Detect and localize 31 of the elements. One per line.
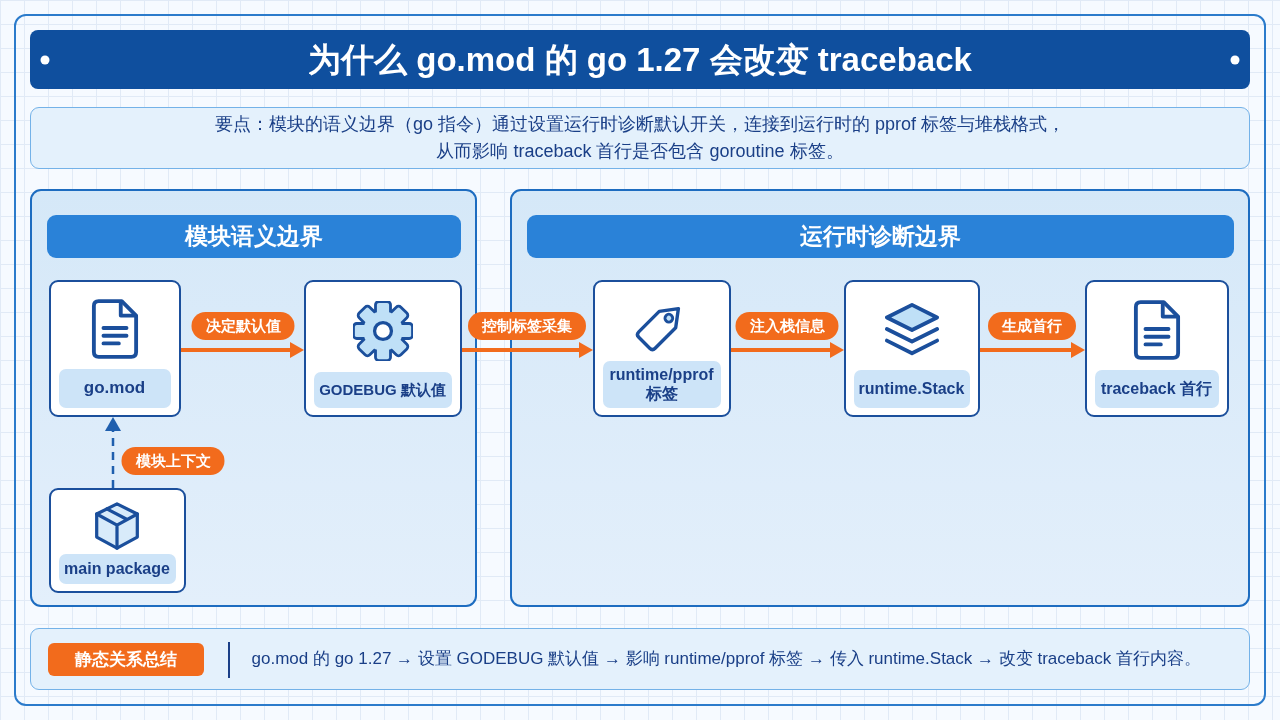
arrow (731, 342, 844, 358)
summary-bar (30, 628, 1250, 690)
step-card (843, 279, 980, 417)
edge-label: 注入栈信息 (735, 312, 839, 340)
panel-heading: 运行时诊断边界 (526, 214, 1234, 258)
arrow (980, 342, 1085, 358)
step-card (592, 279, 731, 417)
node-label: main package (58, 554, 176, 584)
node-label: runtime/pprof 标签 (602, 361, 721, 408)
step-card (48, 487, 186, 593)
node-label: runtime.Stack (853, 370, 970, 408)
arrow (462, 342, 593, 358)
arrow (105, 417, 121, 488)
node-label: traceback 首行 (1094, 370, 1219, 408)
step-card (1084, 279, 1229, 417)
summary-text: 要点：模块的语义边界（go 指令）通过设置运行时诊断默认开关，连接到运行时的 pprof 标签与堆栈格式，从而影响 traceback 首行是否包含 goroutine 标签。 (213, 113, 1067, 163)
node-label: GODEBUG 默认值 (313, 371, 452, 408)
step-card (303, 279, 462, 417)
step-card (48, 279, 181, 417)
summary-text: go.mod 的 go 1.27 → 设置 GODEBUG 默认值 → 影响 runtime/pprof 标签 → 传入 runtime.Stack → 改变 traceback 首行内容。 (251, 648, 1201, 670)
section-tag: 静态关系总结 (47, 642, 204, 676)
edge-label: 模块上下文 (121, 447, 225, 475)
note-box (30, 107, 1250, 169)
edge-label: 控制标签采集 (468, 312, 586, 340)
arrow (181, 342, 304, 358)
panel-heading: 模块语义边界 (46, 214, 461, 258)
title: 为什么 go.mod 的 go 1.27 会改变 traceback (308, 40, 972, 79)
panel (30, 189, 477, 607)
node-label: go.mod (58, 369, 171, 408)
edge-label: 决定默认值 (191, 312, 295, 340)
edge-label: 生成首行 (988, 312, 1076, 340)
